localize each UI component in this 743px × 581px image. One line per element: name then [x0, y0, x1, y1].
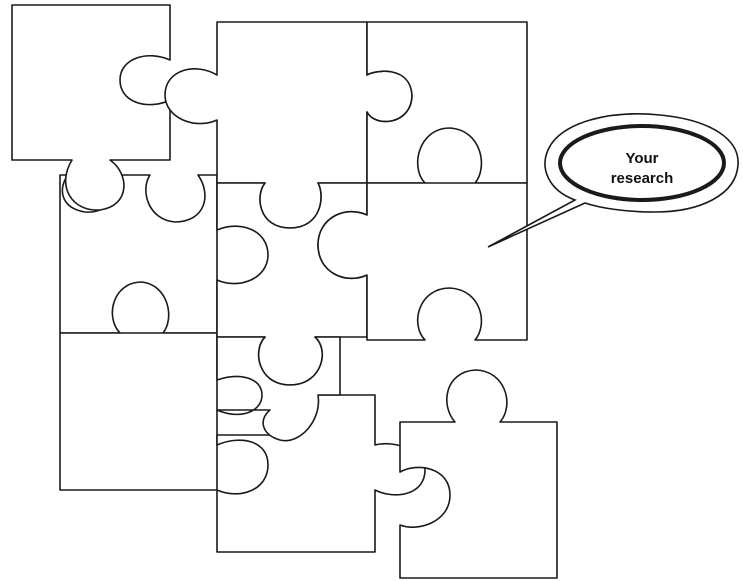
puzzle-piece-bottom-left	[59, 332, 218, 491]
puzzle-piece-top-left	[11, 4, 171, 211]
puzzle-piece-middle-left	[59, 174, 218, 334]
callout-text-line-1: Your	[625, 150, 658, 167]
puzzle-piece-loose-right	[399, 369, 558, 579]
puzzle-piece-bottom-center	[216, 392, 426, 553]
speech-bubble: Your research	[487, 113, 739, 248]
puzzle-piece-middle-right	[317, 182, 528, 341]
callout-text-line-2: research	[611, 170, 674, 187]
puzzle-piece-loose-middle	[216, 336, 341, 442]
